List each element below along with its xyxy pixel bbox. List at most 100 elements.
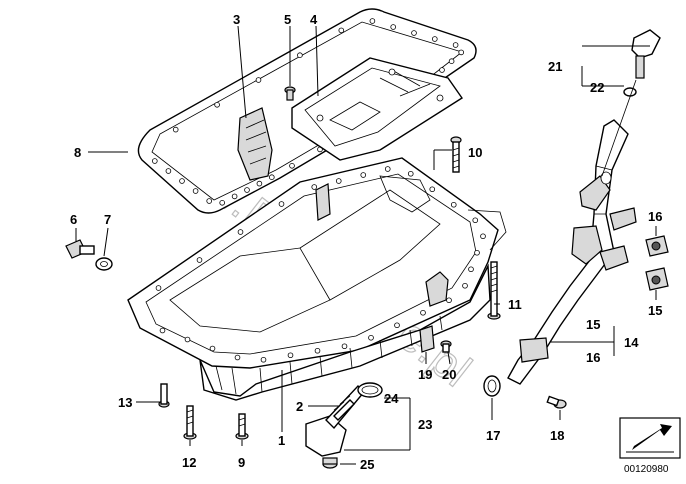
- callout-16-right: 16: [648, 209, 662, 224]
- clip-19: [419, 325, 435, 353]
- bolt-13: [158, 383, 170, 408]
- bolt-hole: [260, 356, 267, 363]
- callout-16-bottom: 16: [586, 350, 600, 365]
- callout-10: 10: [468, 145, 482, 160]
- callout-1: 1: [278, 433, 285, 448]
- bolt-hole: [219, 200, 226, 206]
- bolt-hole: [206, 198, 213, 204]
- bolt-hole: [462, 282, 468, 289]
- bolt-hole: [394, 322, 400, 329]
- callout-15-top: 15: [586, 317, 600, 332]
- bolt-hole: [480, 233, 486, 240]
- callout-12: 12: [182, 455, 196, 470]
- bolt-hole: [446, 297, 452, 304]
- pickup-bracket: [237, 107, 273, 181]
- callout-8: 8: [74, 145, 81, 160]
- screw-20: [440, 340, 452, 353]
- bolt-hole: [452, 42, 459, 48]
- bolt-hole: [237, 229, 244, 235]
- bolt-hole: [255, 77, 262, 83]
- bolt-10: [450, 136, 462, 173]
- callout-13: 13: [118, 395, 132, 410]
- callout-18: 18: [550, 428, 564, 443]
- callout-14: 14: [624, 335, 639, 350]
- bolt-11: [487, 261, 501, 320]
- bolt-hole: [335, 178, 342, 184]
- leader-lines: [75, 25, 657, 465]
- callout-9: 9: [238, 455, 245, 470]
- bolt-hole: [411, 30, 417, 36]
- bolt-hole: [234, 354, 241, 361]
- callout-5: 5: [284, 12, 291, 27]
- callout-19: 19: [418, 367, 432, 382]
- bolt-hole: [184, 336, 191, 343]
- cable-clip-16: [645, 235, 669, 257]
- bolt-hole: [165, 168, 172, 174]
- callout-22: 22: [590, 80, 604, 95]
- bolt-hole: [155, 285, 162, 291]
- bolt-hole: [407, 170, 414, 177]
- callout-numbers: 3 5 4 8 10 6 7 11 13 12 9 1 2 24 23 25 1…: [70, 12, 662, 472]
- cable-clip-15: [645, 267, 669, 291]
- bolt-hole: [314, 347, 321, 354]
- bolt-hole: [368, 334, 374, 341]
- bolt-hole: [369, 18, 376, 24]
- bolt-hole: [244, 187, 250, 193]
- bolt-hole: [159, 327, 166, 334]
- bolt-hole: [256, 180, 263, 187]
- bolt-hole: [278, 201, 285, 207]
- oil-baffle-plate: [291, 57, 463, 161]
- bolt-hole: [439, 67, 445, 73]
- navigation-arrow-icon[interactable]: [619, 417, 681, 459]
- bolt-hole: [214, 102, 220, 108]
- bolt-hole: [431, 36, 438, 42]
- bolt-hole: [384, 166, 391, 172]
- callout-15-right: 15: [648, 303, 662, 318]
- bolt-hole: [311, 184, 318, 190]
- pickup-o-ring: [357, 382, 383, 398]
- bolt-hole: [420, 309, 426, 316]
- bolt-hole: [450, 201, 457, 208]
- drain-washer: [95, 257, 113, 271]
- drain-plug: [65, 239, 95, 259]
- bolt-hole: [472, 217, 479, 224]
- callout-23: 23: [418, 417, 432, 432]
- callout-6: 6: [70, 212, 77, 227]
- callout-20: 20: [442, 367, 456, 382]
- baffle-bolt: [284, 86, 296, 101]
- bolt-hole: [231, 193, 238, 200]
- callout-24: 24: [384, 391, 399, 406]
- bolt-hole: [341, 343, 348, 350]
- bolt-hole: [297, 52, 303, 58]
- callout-17: 17: [486, 428, 500, 443]
- bolt-hole: [152, 158, 158, 164]
- bolt-hole: [209, 345, 216, 352]
- callout-21: 21: [548, 59, 562, 74]
- bolt-hole: [390, 24, 397, 30]
- bolt-hole: [360, 172, 367, 178]
- bolt-hole: [429, 186, 436, 193]
- bolt-hole: [458, 49, 465, 56]
- seal-ring-17: [483, 375, 501, 397]
- pickup-nut: [322, 457, 338, 469]
- callout-4: 4: [310, 12, 318, 27]
- bolt-hole: [172, 126, 179, 133]
- bolt-hole: [179, 178, 185, 184]
- oil-dipstick: [601, 29, 661, 177]
- callout-7: 7: [104, 212, 111, 227]
- bolt-12: [183, 405, 197, 440]
- pan-clip: [315, 183, 331, 221]
- bolt-hole: [196, 257, 203, 263]
- bolt-hole: [338, 27, 345, 34]
- bolt-hole: [192, 188, 199, 194]
- bolt-hole: [468, 266, 474, 273]
- callout-11: 11: [508, 297, 522, 312]
- callout-25: 25: [360, 457, 374, 472]
- bolt-hole: [474, 249, 480, 256]
- callout-2: 2: [296, 399, 303, 414]
- bolt-9: [235, 413, 249, 440]
- callout-3: 3: [233, 12, 240, 27]
- bolt-hole: [268, 174, 275, 181]
- screw-18: [546, 395, 567, 409]
